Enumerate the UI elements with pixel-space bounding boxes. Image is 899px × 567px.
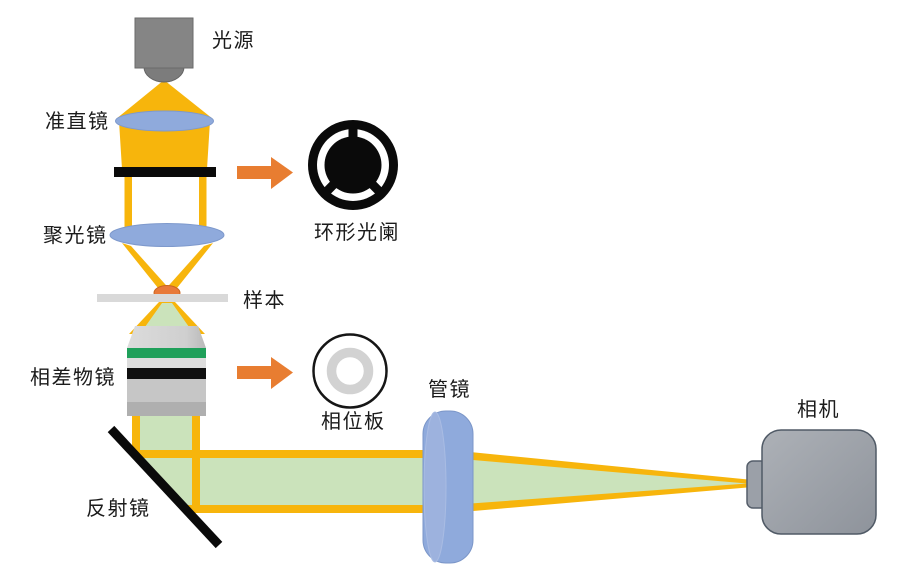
label-condenser-lens: 聚光镜 [43,223,108,247]
beam-collimated [119,121,210,169]
objective-barrel [127,379,206,402]
beam-converge-right [162,243,213,293]
light-source-housing [134,17,194,69]
source-cone-beam [116,80,213,169]
objective-black-ring [127,368,206,379]
beam-converging-to-camera-green [450,458,747,505]
label-sample: 样本 [243,288,286,312]
beam-strip-right [199,177,207,229]
beam-green-l-path [140,416,450,513]
objective-top-trapezoid [127,326,206,348]
camera-body [746,429,877,535]
label-phase-objective: 相差物镜 [30,365,116,389]
label-annular-aperture: 环形光阑 [314,220,400,244]
arrow-right-icon [237,157,293,189]
tube-lens-shape [422,410,474,564]
mirror-shape [107,425,223,549]
aperture-slider-bar [114,167,216,177]
arrow-right-icon [237,357,293,389]
tube-lens-edge-highlight [423,411,447,563]
beam-converge-left [122,243,173,293]
beam-strip-left [124,177,132,229]
condenser-lens-shape [109,223,225,247]
camera-housing [761,429,877,535]
beam-source-cone [116,80,213,119]
label-collimating-lens: 准直镜 [45,109,110,133]
label-mirror: 反射镜 [86,496,151,520]
light-source [134,17,194,83]
phase-objective-body [127,326,206,416]
beam-edge-bottom [182,505,450,513]
phase-plate-icon [312,333,388,409]
sample-slide [97,294,228,302]
annular-aperture-icon [308,120,398,210]
label-camera: 相机 [797,397,840,421]
objective-barrel-base [127,402,206,416]
converging-beams [122,243,213,293]
objective-gray-band [127,358,206,368]
objective-green-ring [127,348,206,358]
beam-edge-vert-right [192,416,200,513]
label-tube-lens: 管镜 [428,377,471,401]
beam-edge-top [129,450,450,458]
label-light-source: 光源 [212,28,255,52]
label-phase-plate: 相位板 [321,409,386,433]
collimating-lens-shape [115,110,214,132]
